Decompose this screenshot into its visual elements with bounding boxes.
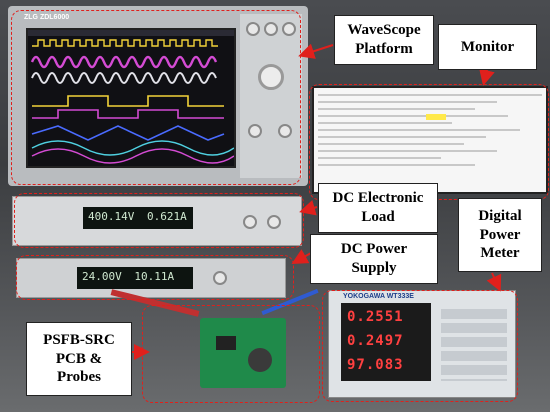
digital-power-meter: YOKOGAWA WT333E 0.2551 0.2497 97.083 (328, 290, 516, 398)
label-pcb-line3: Probes (57, 369, 101, 386)
pcb-transformer (248, 348, 272, 372)
label-wavescope: WaveScope Platform (334, 15, 434, 65)
meter-reading-3: 97.083 (347, 357, 404, 373)
label-dc-supply-line2: Supply (351, 260, 397, 276)
load-voltage: 400.14V (88, 210, 135, 223)
meter-reading-1: 0.2551 (347, 309, 404, 325)
waveform-traces (28, 30, 235, 164)
label-monitor-text: Monitor (460, 38, 515, 55)
psu-voltage: 24.00V (82, 270, 122, 283)
label-dc-load-line1: DC Electronic (332, 190, 424, 207)
oscilloscope-screen (26, 28, 236, 168)
label-power-meter-line2: Power (479, 226, 521, 243)
meter-buttons (441, 309, 507, 381)
label-dc-load-line2: Load (361, 209, 395, 225)
scope-outline (11, 10, 301, 185)
scope-brand: ZLG ZDL6000 (24, 14, 70, 21)
dc-electronic-load: 400.14V 0.621A (12, 196, 302, 246)
label-power-meter: Digital Power Meter (458, 198, 542, 272)
label-pcb-line2: PCB & (55, 350, 103, 367)
psfb-src-pcb (200, 318, 286, 388)
scope-knob (282, 22, 296, 36)
label-dc-supply-line1: DC Power (340, 241, 408, 258)
label-power-meter-line3: Meter (480, 245, 520, 262)
load-current: 0.621A (146, 210, 187, 223)
psu-display: 24.00V 10.11A (77, 267, 193, 289)
scope-knob (278, 124, 292, 138)
monitor-content (318, 94, 542, 171)
scope-knob (246, 22, 260, 36)
psu-current: 10.11A (134, 270, 175, 283)
label-dc-supply: DC Power Supply (310, 234, 438, 284)
monitor-screen (312, 86, 548, 194)
highlight-cell (426, 114, 446, 120)
load-knob (267, 215, 281, 229)
load-outline (14, 193, 304, 248)
label-power-meter-line1: Digital (478, 207, 522, 224)
meter-reading-2: 0.2497 (347, 333, 404, 349)
load-display: 400.14V 0.621A (83, 207, 193, 229)
meter-brand: YOKOGAWA WT333E (343, 293, 414, 300)
psu-knob (213, 271, 227, 285)
pcb-outline (142, 305, 320, 403)
scope-knob (264, 22, 278, 36)
label-wavescope-line2: Platform (355, 41, 413, 57)
meter-outline (322, 290, 518, 402)
scope-main-knob (258, 64, 284, 90)
label-pcb-line1: PSFB-SRC (43, 331, 115, 348)
supply-outline (16, 255, 294, 300)
label-monitor: Monitor (438, 24, 537, 70)
meter-screen: 0.2551 0.2497 97.083 (341, 303, 431, 381)
scope-control-panel (240, 14, 302, 178)
label-dc-load: DC Electronic Load (318, 183, 438, 233)
label-wavescope-line1: WaveScope (347, 22, 421, 39)
load-knob (243, 215, 257, 229)
pcb-component (216, 336, 236, 350)
label-pcb: PSFB-SRC PCB & Probes (26, 322, 132, 396)
dc-power-supply: 24.00V 10.11A (16, 258, 286, 298)
scope-knob (248, 124, 262, 138)
